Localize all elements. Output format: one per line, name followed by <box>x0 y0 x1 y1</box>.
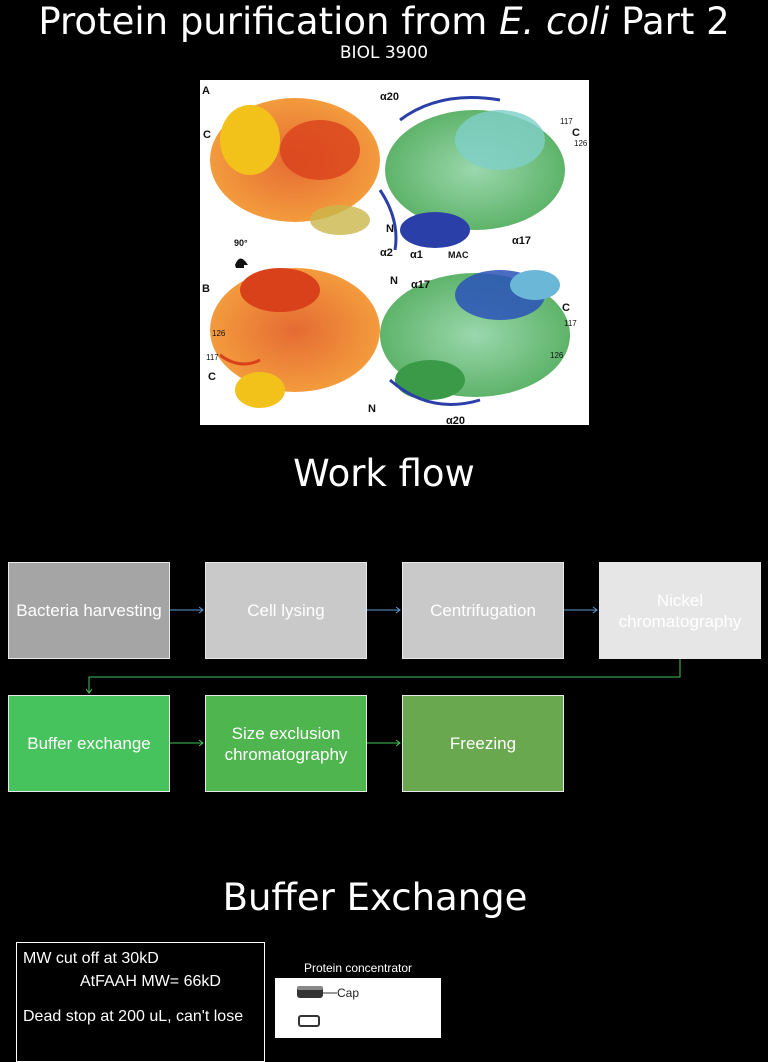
label-126-b-right: 126 <box>550 351 564 360</box>
concentrator-diagram: Cap <box>275 978 441 1038</box>
buffer-exchange-heading: Buffer Exchange <box>222 876 528 919</box>
step-size-exclusion-chromatography: Size exclusion chromatography <box>205 695 367 792</box>
arrow-centrifugation-to-nickel <box>564 606 598 614</box>
label-a20-top: α20 <box>380 91 399 103</box>
label-126-top: 126 <box>574 139 588 148</box>
page-title: Protein purification from E. coli Part 2 <box>38 0 730 43</box>
label-n-b: N <box>390 275 398 287</box>
label-a17-b: α17 <box>411 279 430 291</box>
step-nickel-chromatography: Nickel chromatography <box>599 562 761 659</box>
step-cell-lysing: Cell lysing <box>205 562 367 659</box>
label-n-b-bottom: N <box>368 403 376 415</box>
label-126-b-left: 126 <box>212 329 226 338</box>
arrow-harvest-to-lysing <box>170 606 204 614</box>
panel-b-label: B <box>202 283 210 295</box>
arrow-buffer-to-sec <box>170 739 204 747</box>
arrow-lysing-to-centrifugation <box>367 606 401 614</box>
label-c-b-left: C <box>208 371 216 383</box>
label-a1: α1 <box>410 249 423 261</box>
buffer-exchange-info: MW cut off at 30kD AtFAAH MW= 66kD Dead … <box>16 942 265 1062</box>
label-n-mid: N <box>386 223 394 235</box>
label-a20-b: α20 <box>446 415 465 425</box>
step-bacteria-harvesting: Bacteria harvesting <box>8 562 170 659</box>
step-freezing: Freezing <box>402 695 564 792</box>
label-mac: MAC <box>448 250 469 260</box>
protein-structure-figure: A B 90° α20 C 117 C 126 N α2 α1 MAC α17 … <box>200 80 589 425</box>
label-c-left-top: C <box>203 129 211 141</box>
info-line-mw: AtFAAH MW= 66kD <box>80 973 221 990</box>
label-c-right-top: C <box>572 127 580 139</box>
workflow-heading: Work flow <box>293 452 475 495</box>
label-117-top: 117 <box>560 117 573 126</box>
label-c-b-right: C <box>562 302 570 314</box>
step-buffer-exchange: Buffer exchange <box>8 695 170 792</box>
label-117-b-right: 117 <box>564 319 577 328</box>
cap-label: Cap <box>337 986 360 1000</box>
label-a17-top: α17 <box>512 235 531 247</box>
info-line-dead-stop: Dead stop at 200 uL, can't lose <box>23 1008 244 1025</box>
panel-a-label: A <box>202 85 210 97</box>
label-117-b-left: 117 <box>206 353 219 362</box>
info-line-cutoff: MW cut off at 30kD <box>23 950 159 967</box>
label-a2: α2 <box>380 247 393 259</box>
course-code: BIOL 3900 <box>339 43 429 63</box>
step-centrifugation: Centrifugation <box>402 562 564 659</box>
protein-structure-illustration: A B 90° α20 C 117 C 126 N α2 α1 MAC α17 … <box>202 85 588 425</box>
rotation-label: 90° <box>234 238 248 248</box>
concentrator-cap-icon <box>297 986 337 1027</box>
arrow-sec-to-freezing <box>367 739 401 747</box>
concentrator-caption: Protein concentrator <box>303 961 413 975</box>
arrow-nickel-to-buffer <box>85 659 681 694</box>
